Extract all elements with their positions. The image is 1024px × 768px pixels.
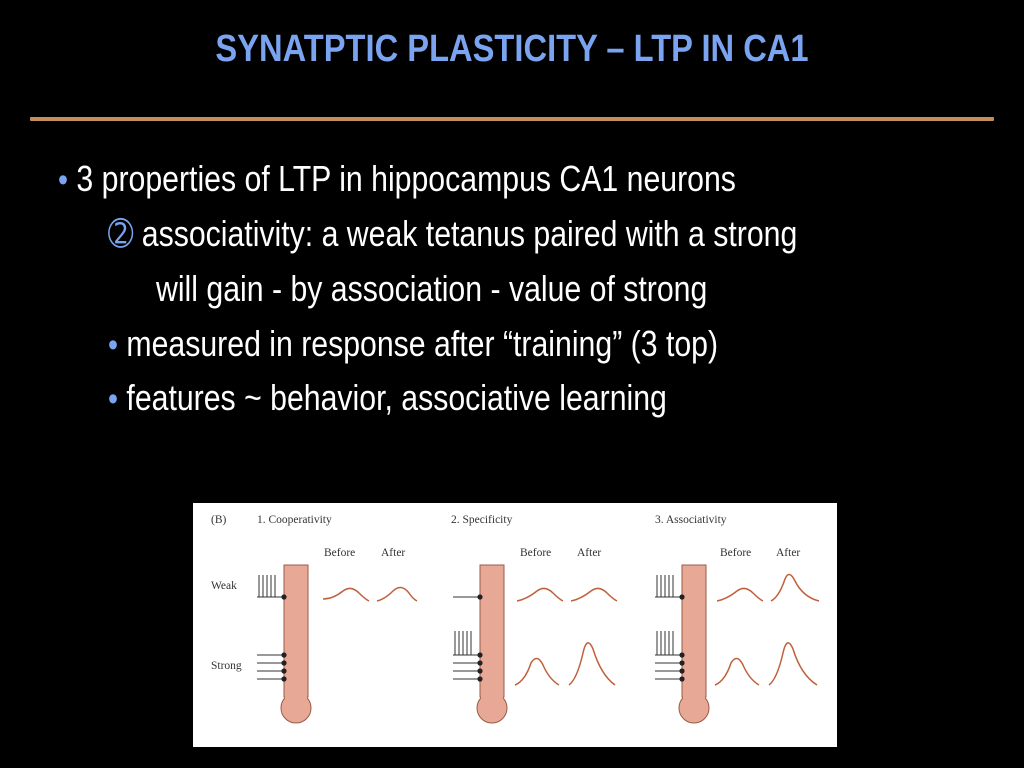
title-divider — [30, 117, 994, 121]
panel-2-specificity — [453, 564, 618, 724]
panel-1-after-label: After — [381, 547, 405, 559]
strong-tetanus-3 — [655, 631, 681, 680]
strong-before-trace-3 — [714, 657, 760, 686]
panel-2-title: 2. Specificity — [451, 514, 513, 526]
weak-after-trace-1 — [376, 586, 418, 602]
panel-3-associativity — [655, 564, 820, 724]
sub-bullet-features: • features ~ behavior, associative learn… — [108, 377, 667, 419]
panel-1-title: 1. Cooperativity — [257, 514, 332, 526]
weak-synapse-1 — [281, 594, 287, 600]
weak-tetanus-3 — [655, 575, 681, 598]
bullet-text: will gain - by association - value of st… — [156, 268, 708, 309]
bullet-text: measured in response after “training” (3… — [126, 323, 719, 364]
weak-after-trace-2 — [570, 587, 618, 602]
sub-bullet-associativity: ➁ associativity: a weak tetanus paired w… — [108, 213, 797, 255]
panel-3-title: 3. Associativity — [655, 514, 727, 526]
bullet-text: 3 properties of LTP in hippocampus CA1 n… — [76, 158, 736, 199]
panel-3-before-label: Before — [720, 547, 751, 559]
sub-bullet-continuation: will gain - by association - value of st… — [156, 268, 707, 310]
neuron-3 — [678, 564, 710, 724]
weak-row-label: Weak — [211, 580, 237, 592]
strong-row-label: Strong — [211, 660, 242, 672]
panel-2-after-label: After — [577, 547, 601, 559]
bullet-text: features ~ behavior, associative learnin… — [126, 377, 667, 418]
sub-bullet-measured: • measured in response after “training” … — [108, 323, 718, 365]
bullet-marker: • — [108, 326, 119, 364]
slide-title: SYNATPTIC PLASTICITY – LTP IN CA1 — [215, 28, 809, 70]
weak-after-trace-3 — [770, 573, 820, 602]
bullet-text: associativity: a weak tetanus paired wit… — [141, 213, 798, 254]
weak-before-trace-2 — [516, 587, 564, 602]
panel-label: (B) — [211, 514, 227, 526]
strong-tetanus-2 — [453, 631, 479, 680]
weak-tetanus-1 — [257, 575, 283, 598]
strong-before-trace-2 — [514, 657, 560, 686]
bullet-marker: • — [58, 161, 69, 199]
weak-before-trace-1 — [322, 587, 370, 602]
weak-before-trace-3 — [716, 587, 764, 602]
panel-3-after-label: After — [776, 547, 800, 559]
bullet-marker: • — [108, 380, 119, 418]
neuron-1 — [280, 564, 312, 724]
panel-2-before-label: Before — [520, 547, 551, 559]
neuron-2 — [476, 564, 508, 724]
strong-after-trace-3 — [768, 642, 818, 686]
strong-inputs-1 — [257, 654, 283, 680]
figure-svg: (B) 1. Cooperativity 2. Specificity 3. A… — [211, 514, 820, 724]
panel-1-before-label: Before — [324, 547, 355, 559]
bullet-1: • 3 properties of LTP in hippocampus CA1… — [58, 158, 736, 200]
circled-two-marker: ➁ — [108, 213, 134, 254]
panel-1-cooperativity — [257, 564, 418, 724]
strong-after-trace-2 — [568, 642, 616, 686]
ltp-properties-figure: (B) 1. Cooperativity 2. Specificity 3. A… — [193, 503, 837, 747]
